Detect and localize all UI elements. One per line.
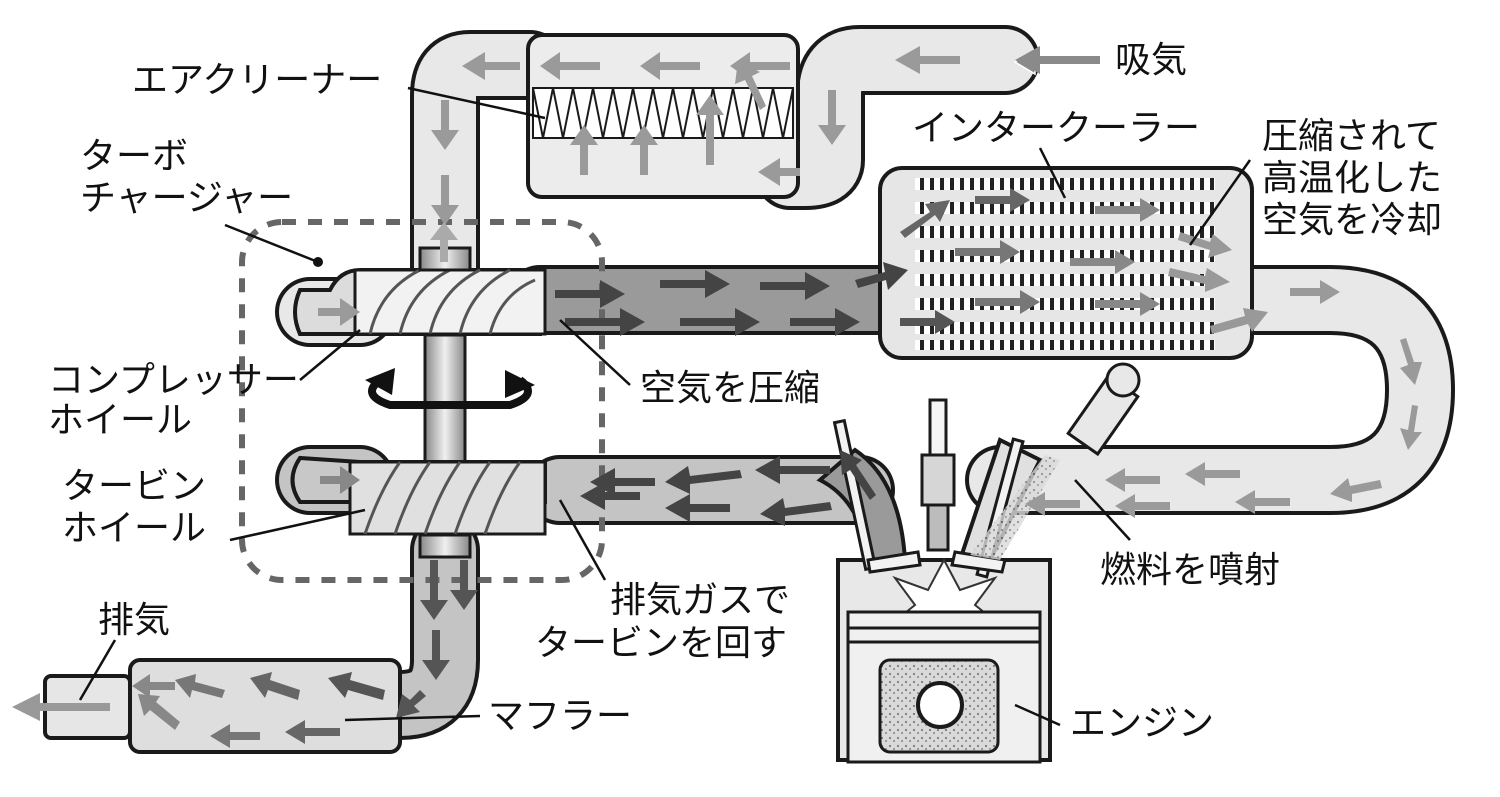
intake-arrow (630, 125, 658, 175)
compressed-air-arrow (790, 308, 860, 336)
exhaust-arrow (422, 630, 450, 680)
cooled-air-arrow (1105, 468, 1160, 492)
exhaust-arrow (590, 468, 655, 496)
intake-arrow (640, 52, 700, 80)
label-cooling-2: 高温化した (1262, 158, 1442, 199)
cooled-air-arrow (1025, 492, 1080, 516)
compressed-air-arrow (855, 262, 908, 290)
exhaust-arrow (760, 498, 832, 526)
cooling-arrow (975, 188, 1030, 212)
cooled-air-arrow (1290, 280, 1340, 304)
cooled-air-arrow (1185, 462, 1240, 486)
compressor-wheel (353, 268, 547, 336)
intake-arrow (431, 175, 459, 225)
compressed-air-arrow (660, 270, 730, 298)
exhaust-arrow (755, 456, 830, 484)
cooled-air-arrow (1330, 478, 1382, 502)
exhaust-arrow (396, 690, 426, 718)
label-intake: 吸気 (1115, 40, 1187, 81)
exhaust-arrow (665, 494, 730, 522)
muffler-arrow (132, 674, 175, 698)
exhaust-arrow (420, 560, 448, 620)
leader-lines (78, 86, 1252, 727)
compressed-air-arrow (760, 272, 830, 300)
label-cooling-1: 圧縮されて (1262, 116, 1441, 157)
cooled-air-arrow (1115, 494, 1170, 518)
cooling-arrow (955, 240, 1020, 264)
air-filter-element (532, 87, 794, 139)
spark-plug (920, 398, 956, 552)
exhaust-arrow (840, 450, 876, 500)
muffler-arrow (250, 672, 300, 700)
label-turbine-1: タービン (62, 466, 206, 507)
fuel-spray (970, 455, 1060, 560)
label-exhaust: 排気 (98, 600, 170, 641)
turbo-shaft (423, 333, 467, 467)
intake-arrow (895, 46, 960, 74)
cooling-arrow (975, 290, 1040, 314)
label-muffler: マフラー (488, 696, 632, 737)
muffler-arrow (328, 672, 385, 700)
exhaust-arrow (320, 466, 360, 494)
compressed-air-arrow (565, 308, 645, 336)
muffler-arrow (285, 720, 340, 744)
label-air-cleaner: エアクリーナー (132, 60, 382, 101)
label-fuel-injection: 燃料を噴射 (1100, 550, 1280, 591)
intake-arrow (818, 90, 846, 145)
exhaust-arrow (580, 482, 640, 510)
intake-arrow (462, 52, 520, 80)
cooled-air-arrow (1400, 338, 1422, 385)
cooled-air-arrow (1235, 490, 1290, 514)
cooling-arrow (1095, 198, 1160, 222)
rotation-arrow (368, 376, 532, 409)
flow-arrows (12, 46, 1422, 748)
label-turbocharger-2: チャージャー (80, 178, 293, 219)
turbocharger (239, 219, 605, 583)
label-exhaust-spin-1: 排気ガスで (610, 580, 790, 621)
turbine-wheel (348, 460, 547, 536)
exhaust-arrow (450, 560, 478, 610)
piston-pin (916, 681, 964, 729)
intake-arrow (431, 100, 459, 150)
label-exhaust-spin-2: タービンを回す (535, 623, 787, 664)
muffler-arrow (175, 674, 225, 698)
cooled-air-arrow (1400, 405, 1422, 450)
compressed-air-arrow (680, 308, 760, 336)
engine (816, 362, 1141, 764)
intake-arrow (570, 125, 598, 175)
intake-arrow (318, 298, 360, 326)
muffler-arrow (12, 693, 110, 721)
cooling-arrow (1070, 250, 1135, 274)
intake-arrow (430, 222, 458, 262)
intake-arrow (1015, 46, 1100, 74)
label-compress-air: 空気を圧縮 (640, 368, 820, 409)
cooling-arrow (1168, 268, 1230, 292)
label-turbine-2: ホイール (62, 508, 206, 549)
turbocharger-boundary (239, 219, 605, 583)
cooling-arrow (1210, 308, 1268, 334)
cooling-arrow (900, 310, 955, 334)
intake-arrow (540, 52, 600, 80)
label-engine: エンジン (1070, 703, 1214, 744)
intake-arrow (735, 60, 766, 110)
cooling-arrow (900, 200, 950, 238)
cooling-arrow (1095, 292, 1160, 316)
label-turbocharger-1: ターボ (80, 136, 188, 177)
muffler-arrow (210, 724, 260, 748)
label-intercooler: インタークーラー (912, 108, 1200, 149)
label-compressor-1: コンプレッサー (48, 360, 299, 401)
fuel-injector (970, 362, 1141, 560)
intake-arrow (758, 158, 800, 186)
cooling-arrow (1178, 232, 1232, 258)
compressed-air-arrow (555, 280, 625, 308)
air-cleaner (526, 33, 800, 199)
exhaust-arrow (665, 466, 742, 494)
muffler-arrow (138, 694, 180, 730)
intake-arrow (696, 95, 724, 165)
label-cooling-3: 空気を冷却 (1262, 200, 1442, 241)
cooled-air-pipe (965, 265, 1455, 515)
labels: 吸気 エアクリーナー ターボ チャージャー インタークーラー 圧縮されて 高温化… (48, 40, 1442, 744)
label-compressor-2: ホイール (48, 400, 192, 441)
